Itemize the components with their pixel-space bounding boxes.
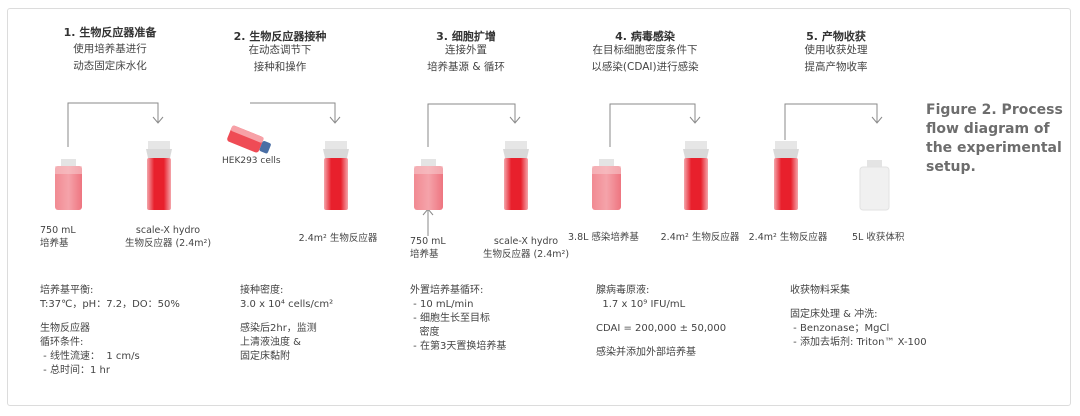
flow-arrow-step2: [250, 102, 341, 124]
step1-title: 1. 生物反应器准备: [63, 26, 157, 39]
detail-line: 固定床黏附: [240, 351, 290, 362]
label-line: scale-X hydro: [135, 225, 201, 236]
detail-gap: [40, 312, 180, 322]
s4-bioreactor-label: 2.4m² 生物反应器: [660, 232, 740, 243]
step3-details: 外置培养基循环: - 10 mL/min - 细胞生长至目标 密度 - 在第3天…: [410, 284, 506, 354]
detail-line: 感染并添加外部培养基: [596, 347, 696, 358]
s5-bioreactor-label: 2.4m² 生物反应器: [748, 232, 828, 243]
detail-line: 外置培养基循环:: [410, 285, 484, 296]
label-line: 生物反应器 (2.4m²): [124, 238, 212, 249]
detail-line: 培养基平衡:: [40, 285, 94, 296]
step3-desc-line: 培养基源 & 循环: [427, 61, 505, 73]
bioreactor-s2: [323, 141, 349, 210]
label-line: 750 mL: [40, 225, 76, 236]
step5-details: 收获物料采集 固定床处理 & 冲洗: - Benzonase；MgCl - 添加…: [790, 284, 927, 350]
label-line: 生物反应器 (2.4m²): [482, 249, 570, 260]
step2-title: 2. 生物反应器接种: [233, 30, 327, 43]
step2-desc-line: 在动态调节下: [248, 44, 312, 56]
step3-desc: 连接外置 培养基源 & 循环: [381, 42, 551, 76]
s3-bottle-label: 750 mL 培养基: [410, 235, 446, 261]
step2-details: 接种密度: 3.0 x 10⁴ cells/cm² 感染后2hr，监测 上清液浊…: [240, 284, 333, 364]
bioreactor-s4: [683, 141, 709, 210]
step2-desc-line: 接种和操作: [253, 61, 307, 73]
detail-gap: [596, 312, 726, 322]
flow-arrow-step4: [609, 103, 701, 147]
detail-line: 接种密度:: [240, 285, 284, 296]
detail-line: - Benzonase；MgCl: [790, 323, 890, 334]
figure-caption: Figure 2. Process flow diagram of the ex…: [926, 102, 1063, 175]
figure-frame: [7, 8, 1071, 406]
step5-desc-line: 使用收获处理: [804, 44, 868, 56]
hek293-cells-label: HEK293 cells: [222, 156, 281, 166]
detail-line: 腺病毒原液:: [596, 285, 650, 296]
step1-details: 培养基平衡: T:37℃，pH：7.2，DO：50% 生物反应器 循环条件: -…: [40, 284, 180, 378]
s4-bottle-label: 3.8L 感染培养基: [568, 232, 639, 243]
cell-flask-icon: [227, 125, 271, 154]
step2-desc: 在动态调节下 接种和操作: [195, 42, 365, 76]
step3-desc-line: 连接外置: [445, 44, 487, 56]
bioreactor-s5: [773, 141, 799, 210]
medium-bottle-s1: [55, 159, 82, 210]
detail-line: 3.0 x 10⁴ cells/cm²: [240, 299, 334, 310]
step4-details: 腺病毒原液: 1.7 x 10⁹ IFU/mL CDAI = 200,000 ±…: [596, 284, 726, 360]
s5-bottle-label: 5L 收获体积: [852, 232, 905, 243]
step1-desc-line: 动态固定床水化: [73, 60, 147, 72]
detail-line: 1.7 x 10⁹ IFU/mL: [596, 299, 686, 310]
detail-line: 上清液浊度 &: [240, 337, 301, 348]
detail-gap: [596, 336, 726, 346]
s3-bioreactor-label: scale-X hydro 生物反应器 (2.4m²): [476, 235, 576, 261]
bioreactor-s1: [146, 141, 172, 210]
s1-bottle-label: 750 mL 培养基: [40, 224, 76, 250]
detail-line: 收获物料采集: [790, 285, 850, 296]
detail-line: 循环条件:: [40, 337, 84, 348]
medium-bottle-s3: [414, 159, 443, 210]
step4-desc-line: 在目标细胞密度条件下: [592, 44, 698, 56]
label-line: 培养基: [410, 249, 439, 260]
step4-desc-line: 以感染(CDAI)进行感染: [591, 61, 699, 73]
medium-bottle-s4: [592, 159, 621, 210]
step4-desc: 在目标细胞密度条件下 以感染(CDAI)进行感染: [560, 42, 730, 76]
detail-line: T:37℃，pH：7.2，DO：50%: [40, 299, 180, 310]
label-line: scale-X hydro: [493, 236, 559, 247]
detail-line: - 10 mL/min: [410, 299, 474, 310]
detail-line: - 添加去垢剂: Triton™ X-100: [790, 337, 927, 348]
step5-desc-line: 提高产物收率: [804, 61, 868, 73]
step4-title: 4. 病毒感染: [615, 30, 675, 43]
detail-line: - 线性流速： 1 cm/s: [40, 351, 140, 362]
detail-line: 密度: [410, 327, 440, 338]
detail-line: 生物反应器: [40, 323, 90, 334]
label-line: 培养基: [40, 238, 69, 249]
flow-arrow-step5: [784, 103, 883, 140]
s2-bioreactor-label: 2.4m² 生物反应器: [298, 233, 378, 244]
harvest-bottle-s5: [859, 160, 890, 211]
detail-line: - 总时间：1 hr: [40, 365, 110, 376]
detail-line: 感染后2hr，监测: [240, 323, 317, 334]
flow-arrow-step1: [67, 102, 164, 147]
detail-line: - 在第3天置换培养基: [410, 341, 507, 352]
step1-desc-line: 使用培养基进行: [73, 43, 147, 55]
detail-line: - 细胞生长至目标: [410, 313, 490, 324]
label-line: 750 mL: [410, 236, 446, 247]
detail-line: 固定床处理 & 冲洗:: [790, 309, 878, 320]
detail-gap: [790, 298, 927, 308]
s1-bioreactor-label: scale-X hydro 生物反应器 (2.4m²): [118, 224, 218, 250]
step3-title: 3. 细胞扩增: [436, 30, 496, 43]
detail-gap: [240, 312, 333, 322]
detail-line: CDAI = 200,000 ± 50,000: [596, 323, 727, 334]
bioreactor-s3: [503, 141, 529, 210]
step1-desc: 使用培养基进行 动态固定床水化: [25, 41, 195, 75]
step5-desc: 使用收获处理 提高产物收率: [751, 42, 921, 76]
step5-title: 5. 产物收获: [806, 30, 866, 43]
